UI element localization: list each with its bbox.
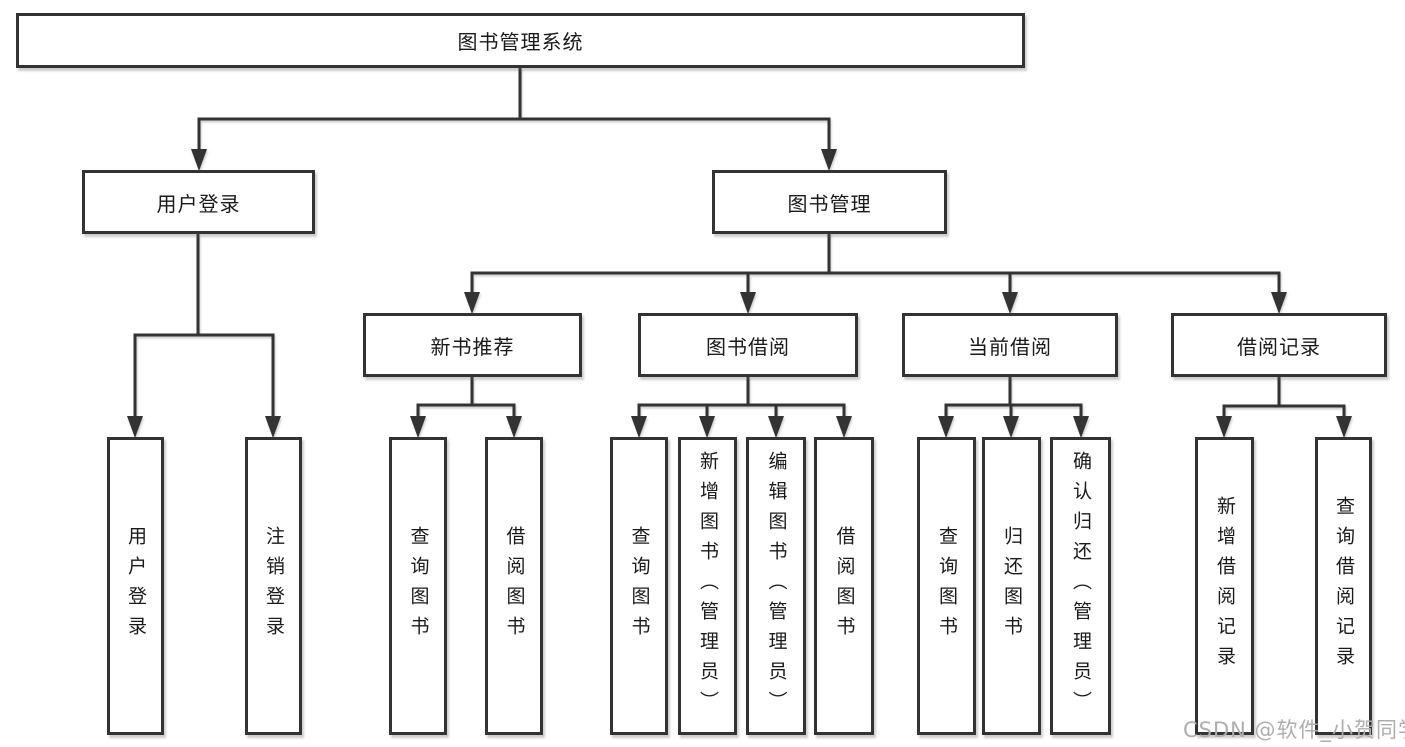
connector-book-borrow-to-leaves (637, 377, 846, 417)
leaf-query-book-recommend-label: 查询图书 (407, 526, 430, 646)
leaf-logout: 注销登录 (245, 437, 302, 735)
node-book-borrow: 图书借阅 (638, 313, 858, 377)
leaf-query-borrow-record: 查询借阅记录 (1315, 437, 1372, 735)
leaf-borrow-book-label: 借阅图书 (833, 526, 856, 646)
leaf-query-book-current: 查询图书 (917, 437, 976, 735)
node-current-borrow-label: 当前借阅 (968, 334, 1052, 359)
node-book-management: 图书管理 (712, 170, 947, 234)
leaf-borrow-book: 借阅图书 (814, 437, 874, 735)
node-book-borrow-label: 图书借阅 (706, 334, 790, 359)
leaf-edit-book-admin: 编辑图书（管理员） (746, 437, 806, 735)
leaf-borrow-book-recommend-label: 借阅图书 (503, 526, 526, 646)
node-borrow-records: 借阅记录 (1171, 313, 1387, 377)
leaf-confirm-return-admin: 确认归还（管理员） (1050, 437, 1111, 735)
node-new-book-recommend: 新书推荐 (363, 313, 582, 377)
leaf-confirm-return-admin-label: 确认归还（管理员） (1070, 451, 1092, 721)
leaf-user-login: 用户登录 (107, 437, 164, 735)
leaf-query-book-current-label: 查询图书 (936, 526, 958, 646)
leaf-logout-label: 注销登录 (263, 526, 285, 646)
leaf-add-borrow-record-label: 新增借阅记录 (1214, 496, 1236, 676)
connector-current-borrow-to-leaves (944, 377, 1083, 417)
node-root-system: 图书管理系统 (16, 13, 1025, 68)
leaf-query-book-borrow-label: 查询图书 (628, 526, 651, 646)
node-new-book-recommend-label: 新书推荐 (430, 334, 515, 359)
leaf-edit-book-admin-label: 编辑图书（管理员） (765, 451, 788, 721)
node-borrow-records-label: 借阅记录 (1237, 334, 1321, 359)
connector-root-to-level2 (197, 68, 831, 151)
connector-borrow-records-to-leaves (1222, 377, 1346, 418)
node-book-management-label: 图书管理 (787, 191, 872, 216)
node-current-borrow: 当前借阅 (902, 313, 1118, 377)
leaf-return-book-label: 归还图书 (1001, 526, 1023, 646)
connector-book-management-to-level3 (470, 233, 1281, 293)
connector-new-book-recommend-to-leaves (416, 377, 516, 417)
node-root-label: 图书管理系统 (457, 30, 584, 54)
leaf-add-book-admin-label: 新增图书（管理员） (697, 451, 719, 721)
leaf-query-borrow-record-label: 查询借阅记录 (1333, 496, 1355, 676)
leaf-add-borrow-record: 新增借阅记录 (1195, 437, 1254, 735)
node-user-login-label: 用户登录 (156, 191, 241, 216)
leaf-query-book-recommend: 查询图书 (389, 437, 447, 735)
node-user-login: 用户登录 (82, 170, 315, 234)
connector-user-login-to-leaves (133, 234, 275, 417)
leaf-return-book: 归还图书 (982, 437, 1041, 735)
csdn-watermark: CSDN @软件_小贺同学 (1183, 718, 1405, 742)
leaf-user-login-label: 用户登录 (125, 526, 147, 646)
leaf-query-book-borrow: 查询图书 (610, 437, 668, 735)
leaf-borrow-book-recommend: 借阅图书 (485, 437, 543, 735)
arrowheads (127, 149, 1352, 438)
leaf-add-book-admin: 新增图书（管理员） (678, 437, 737, 735)
